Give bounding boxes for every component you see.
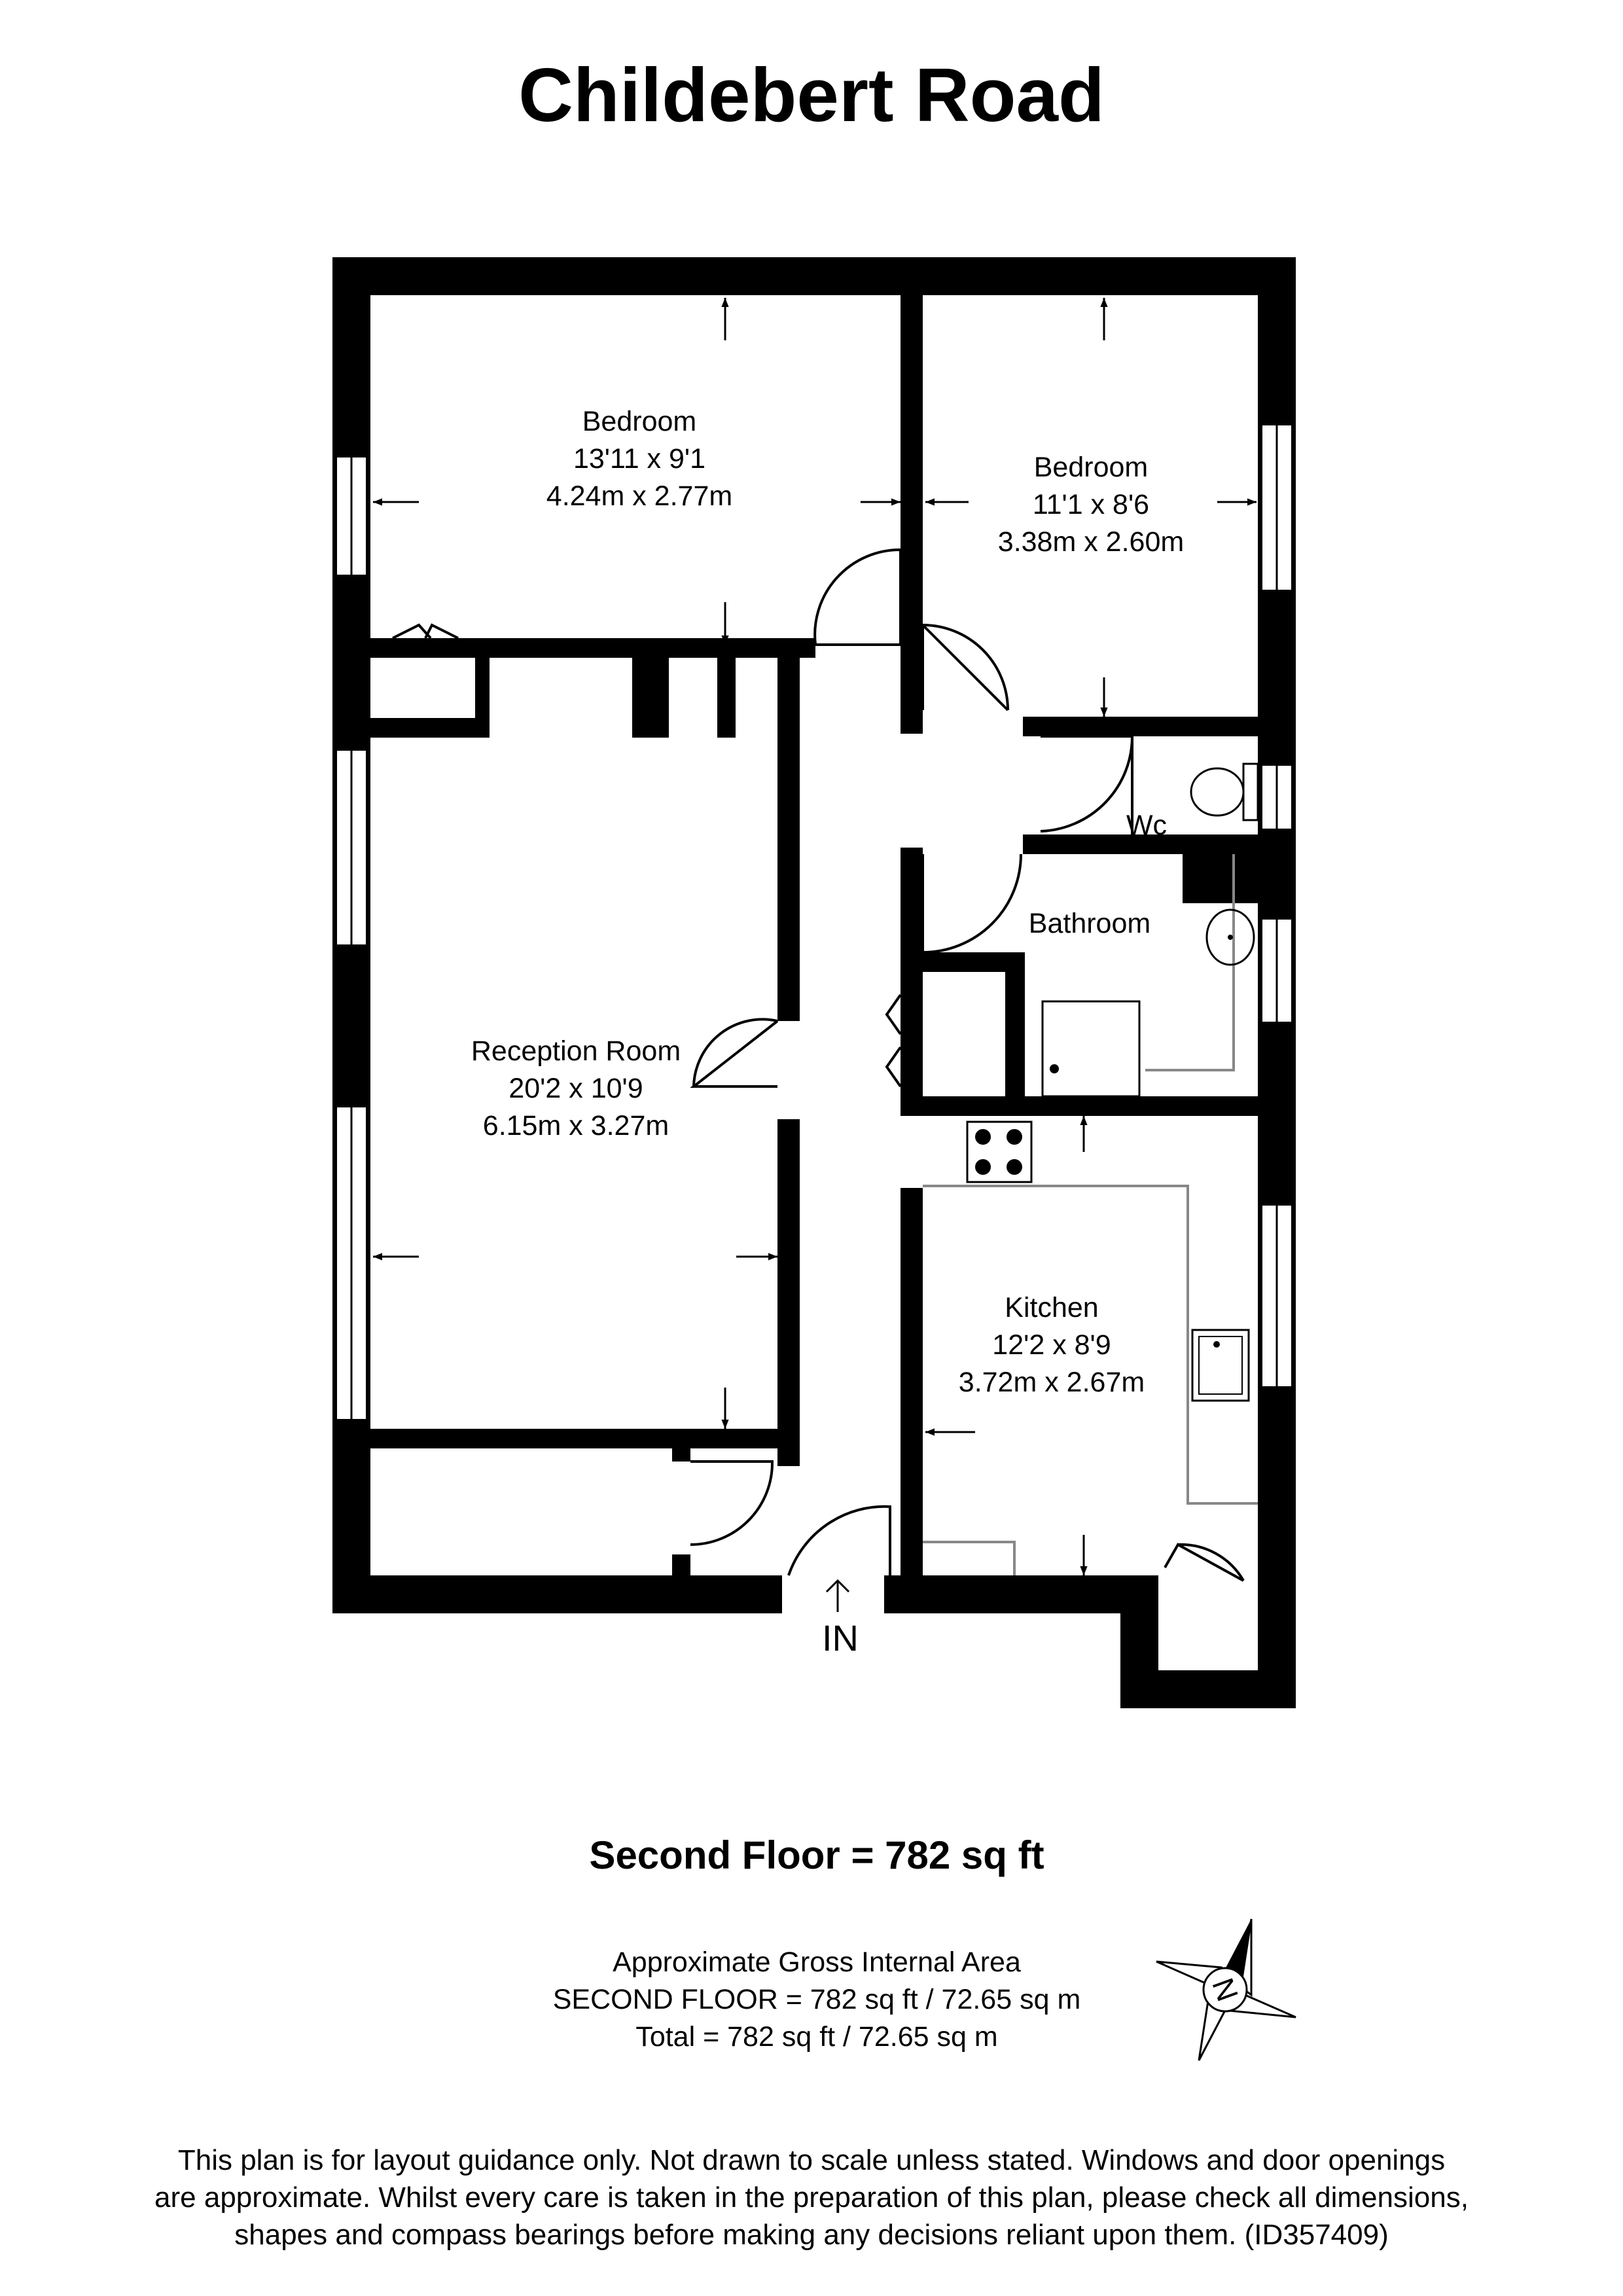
bedroom2-metric: 3.38m x 2.60m <box>998 526 1184 558</box>
door-wc <box>1040 735 1133 834</box>
kitchen-imperial: 12'2 x 8'9 <box>992 1329 1111 1361</box>
door-cupboard-hall <box>885 994 902 1088</box>
doors <box>392 548 1245 1582</box>
door-bedroom1 <box>813 548 902 646</box>
reception-imperial: 20'2 x 10'9 <box>508 1073 643 1104</box>
bedroom1-metric: 4.24m x 2.77m <box>546 480 732 512</box>
disclaimer: This plan is for layout guidance only. N… <box>154 2144 1469 2251</box>
kitchen-worktop <box>923 1185 1258 1505</box>
toilet-cistern <box>1242 762 1259 821</box>
kitchen-sink <box>1191 1329 1250 1402</box>
room-labels: Bedroom 13'11 x 9'1 4.24m x 2.77m Bedroo… <box>471 406 1184 1398</box>
bathroom-name: Bathroom <box>1029 908 1150 939</box>
toilet-bowl <box>1190 767 1245 817</box>
shower-tray <box>1041 1000 1141 1098</box>
reception-name: Reception Room <box>471 1035 681 1067</box>
bathroom-vanity <box>1145 854 1235 1071</box>
compass-icon: N <box>1156 1918 1296 2061</box>
gross-area-floor: SECOND FLOOR = 782 sq ft / 72.65 sq m <box>553 1984 1081 2015</box>
entrance-label: IN <box>822 1617 859 1659</box>
dimension-arrows <box>373 298 1257 1575</box>
interior-walls <box>370 295 1258 1575</box>
door-store <box>690 1460 774 1546</box>
entrance-arrow-icon <box>825 1579 850 1612</box>
kitchen-name: Kitchen <box>1005 1292 1098 1323</box>
kitchen-metric: 3.72m x 2.67m <box>959 1367 1145 1398</box>
bathroom-basin <box>1205 908 1255 966</box>
bedroom1-imperial: 13'11 x 9'1 <box>573 443 705 475</box>
plan-title: Childebert Road <box>518 52 1105 137</box>
disclaimer-line-3: shapes and compass bearings before makin… <box>234 2219 1388 2251</box>
floor-area-heading: Second Floor = 782 sq ft <box>589 1833 1044 1877</box>
bedroom1-name: Bedroom <box>582 406 696 437</box>
door-kitchen-store <box>1164 1543 1245 1582</box>
gross-area-heading: Approximate Gross Internal Area <box>613 1946 1021 1978</box>
disclaimer-line-1: This plan is for layout guidance only. N… <box>178 2144 1445 2176</box>
gross-area: Approximate Gross Internal Area SECOND F… <box>553 1946 1081 2053</box>
gross-area-total: Total = 782 sq ft / 72.65 sq m <box>635 2021 997 2053</box>
reception-metric: 6.15m x 3.27m <box>483 1110 669 1141</box>
door-reception <box>690 1018 779 1088</box>
bedroom2-name: Bedroom <box>1034 452 1148 483</box>
door-bathroom <box>921 853 1022 954</box>
door-entrance <box>787 1505 891 1576</box>
wc-name: Wc <box>1126 810 1167 841</box>
kitchen-cupboard <box>923 1541 1016 1575</box>
fixtures <box>923 762 1259 1575</box>
disclaimer-line-2: are approximate. Whilst every care is ta… <box>154 2181 1469 2214</box>
bedroom2-imperial: 11'1 x 8'6 <box>1033 489 1149 520</box>
outer-walls <box>332 257 1296 1708</box>
door-bedroom2 <box>921 624 1009 711</box>
hob <box>966 1121 1033 1183</box>
door-cupboard-bedroom <box>392 623 459 639</box>
